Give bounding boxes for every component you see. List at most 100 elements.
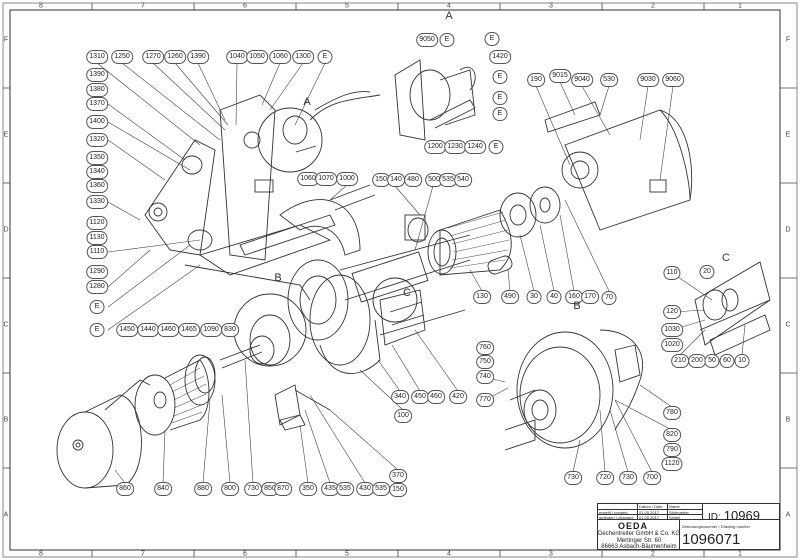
detail-label-a: A [303, 96, 311, 108]
part-callout: 110 [663, 266, 681, 280]
part-callout: 1460 [157, 323, 179, 337]
part-callout: 1465 [178, 323, 200, 337]
part-callout: 1290 [86, 265, 108, 279]
grid-row-label: E [785, 131, 791, 139]
part-callout: 1040 [226, 50, 248, 64]
part-callout: 10 [734, 354, 750, 368]
part-callout: 740 [476, 370, 494, 384]
part-callout: 830 [221, 323, 239, 337]
grid-row-label: C [785, 321, 791, 329]
blower-housing [279, 184, 376, 256]
grid-row-label: B [3, 416, 9, 424]
part-callout: 780 [663, 406, 681, 420]
part-callout: 1450 [116, 323, 138, 337]
part-callout: E [484, 32, 500, 46]
part-callout: 9015 [549, 69, 571, 83]
part-callout: E [317, 50, 333, 64]
grid-column-label: 7 [141, 2, 145, 10]
part-callout: E [89, 323, 105, 337]
grid-row-label: D [785, 226, 791, 234]
company-city: 86663 Asbach-Bäumenheim [601, 544, 677, 550]
part-callout: 535 [336, 482, 354, 496]
grid-row-label: A [785, 511, 791, 519]
part-callout: 720 [596, 471, 614, 485]
part-callout: 840 [154, 482, 172, 496]
grid-row-label: A [3, 511, 9, 519]
part-callout: 1350 [86, 151, 108, 165]
part-callout: 40 [546, 290, 562, 304]
part-callout: 535 [372, 482, 390, 496]
part-callout: 210 [671, 354, 689, 368]
ignition-bracket [274, 384, 331, 431]
grid-column-label: 2 [651, 2, 655, 10]
grid-column-label: 8 [39, 550, 43, 558]
part-callout: 350 [299, 482, 317, 496]
part-callout: 190 [527, 73, 545, 87]
part-callout: 1000 [336, 172, 358, 186]
grid-column-label: 3 [549, 2, 553, 10]
part-callout: 9050 [416, 33, 438, 47]
detail-label-b-inset: B [573, 300, 581, 312]
part-callout: 860 [116, 482, 134, 496]
border-ticks [3, 3, 797, 557]
part-callout: 50 [704, 354, 720, 368]
grid-column-label: 2 [651, 550, 655, 558]
part-callout: 880 [194, 482, 212, 496]
part-callout: 1370 [86, 97, 108, 111]
part-callout: E [492, 107, 508, 121]
changed-name: Seidel [668, 515, 703, 520]
grid-column-label: 7 [141, 550, 145, 558]
motor-assembly [339, 186, 561, 346]
grid-row-label: F [785, 36, 791, 44]
created-label: erstellt / created [598, 510, 638, 515]
grid-row-label: C [3, 321, 9, 329]
part-callout: 790 [663, 443, 681, 457]
part-callout: 120 [663, 305, 681, 319]
part-callout: 490 [501, 290, 519, 304]
detail-label-c-inset: C [722, 252, 730, 264]
part-callout: 1340 [86, 165, 108, 179]
part-callout: 1070 [315, 172, 337, 186]
changed-label: geändert / changed [598, 515, 638, 520]
grid-row-label: E [3, 131, 9, 139]
drawing-number-label: Zeichnungsnummer / Drawing number [682, 524, 751, 529]
part-callout: E [439, 33, 455, 47]
part-callout: 870 [274, 482, 292, 496]
part-callout: 1270 [142, 50, 164, 64]
grid-column-label: 4 [447, 550, 451, 558]
part-callout: 540 [454, 173, 472, 187]
grid-column-label: 8 [39, 2, 43, 10]
part-callout: 20 [699, 265, 715, 279]
part-callout: 460 [427, 390, 445, 404]
company-address: Dechentreiter GmbH & Co. KG Mertinger St… [598, 531, 680, 551]
part-callout: 1360 [86, 179, 108, 193]
part-callout: 140 [387, 173, 405, 187]
part-callout: 760 [476, 341, 494, 355]
company-logo: OEDA [618, 521, 649, 531]
part-callout: 1200 [424, 140, 446, 154]
changed-date: 01.05.2017 [638, 515, 668, 520]
part-callout: 1050 [246, 50, 268, 64]
part-callout: 150 [389, 483, 407, 497]
part-callout: 100 [394, 409, 412, 423]
part-callout: 1230 [444, 140, 466, 154]
created-name: Stöhrgeber [668, 510, 703, 515]
part-callout: 770 [476, 393, 494, 407]
part-callout: 340 [391, 390, 409, 404]
part-callout: 1120 [86, 216, 108, 230]
part-callout: 730 [244, 482, 262, 496]
part-callout: 1090 [200, 323, 222, 337]
grid-row-label: D [3, 226, 9, 234]
part-callout: 1420 [489, 50, 511, 64]
part-callout: 1330 [86, 195, 108, 209]
part-callout: 420 [449, 390, 467, 404]
id-label: ID: [708, 512, 721, 523]
part-callout: 9040 [571, 73, 593, 87]
part-callout: 370 [389, 469, 407, 483]
part-callout: 730 [564, 471, 582, 485]
part-callout: 1020 [661, 338, 683, 352]
part-callout: 800 [221, 482, 239, 496]
part-callout: 1400 [86, 115, 108, 129]
